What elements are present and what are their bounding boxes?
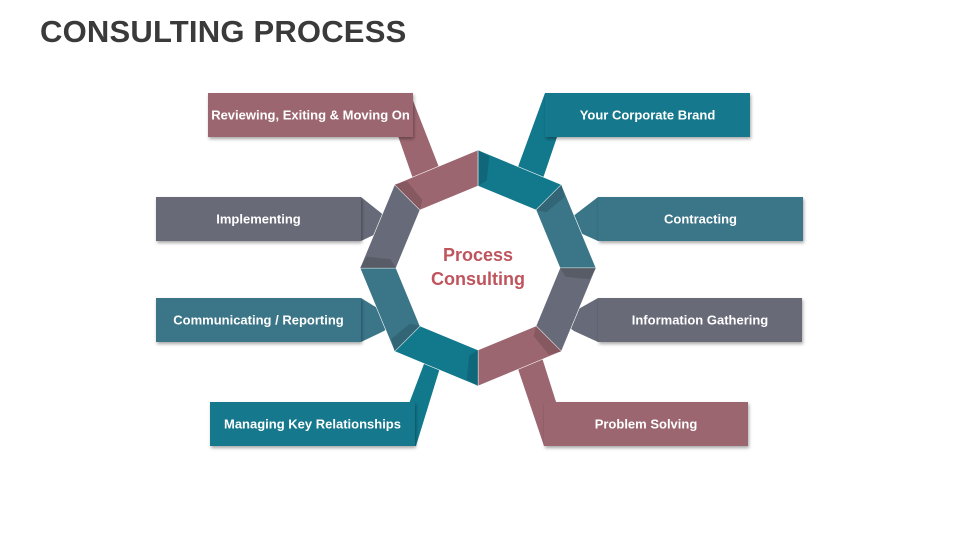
step-box-group: Your Corporate BrandContractingInformati…	[156, 93, 803, 446]
ring-fold-2	[536, 184, 565, 213]
connector-6	[361, 298, 397, 342]
ring-fold-6	[391, 323, 420, 352]
ring-fold-7	[360, 256, 396, 268]
ring-fold-5	[466, 350, 478, 386]
ring-fold-1	[478, 150, 490, 186]
octagon-ring	[359, 149, 597, 387]
step-box-2	[598, 197, 803, 241]
ring-fold-3	[560, 268, 596, 280]
step-box-4	[544, 402, 748, 446]
step-box-1	[545, 93, 750, 137]
step-box-7	[156, 197, 361, 241]
step-box-6	[156, 298, 361, 342]
step-label-3: Information Gathering	[632, 313, 769, 328]
center-label-line2: Consulting	[431, 269, 525, 289]
step-label-6: Communicating / Reporting	[173, 313, 344, 328]
step-label-2: Contracting	[664, 212, 737, 227]
step-box-8	[208, 93, 413, 137]
slide-title: CONSULTING PROCESS	[40, 14, 407, 49]
ring-fold-4	[533, 326, 562, 355]
ring-fold-8	[394, 181, 423, 210]
connector-3	[559, 298, 598, 342]
step-label-1: Your Corporate Brand	[580, 108, 716, 123]
step-label-5: Managing Key Relationships	[224, 417, 401, 432]
step-label-4: Problem Solving	[595, 417, 698, 432]
center-label-line1: Process	[443, 245, 513, 265]
step-label-7: Implementing	[216, 212, 301, 227]
step-label-8: Reviewing, Exiting & Moving On	[211, 108, 410, 123]
step-box-3	[598, 298, 802, 342]
step-box-5	[210, 402, 415, 446]
